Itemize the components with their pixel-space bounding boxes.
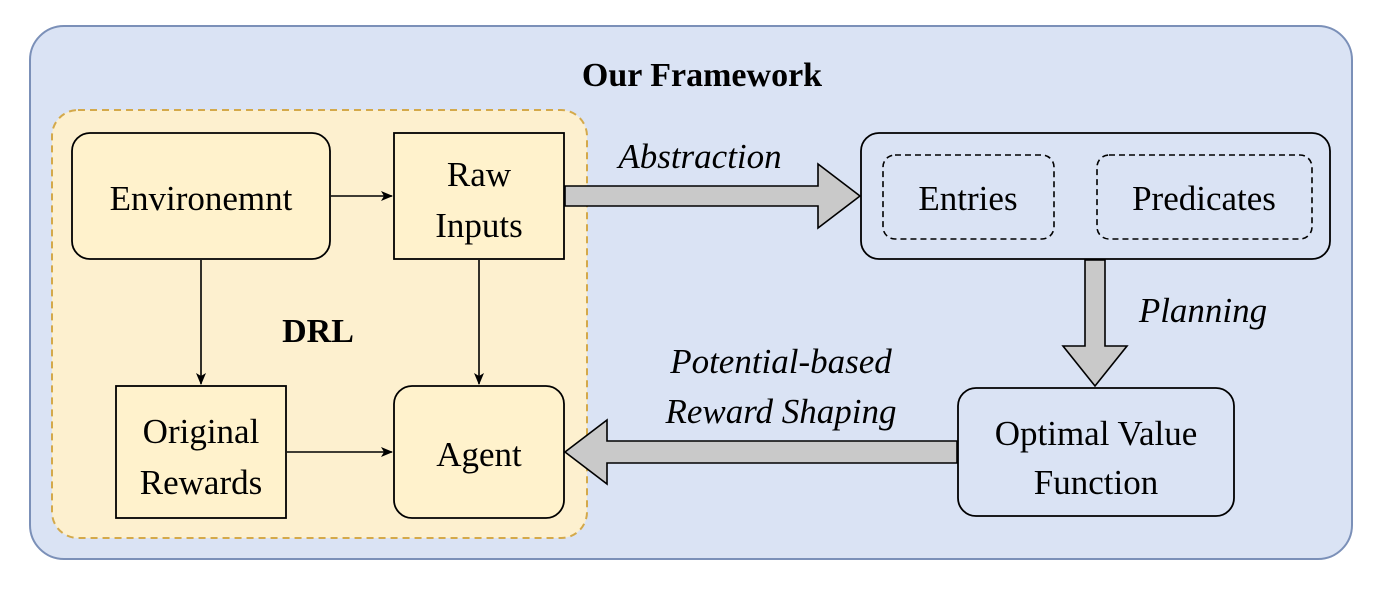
abstraction-arrow-label: Abstraction [616, 137, 781, 176]
optimal-value-function-label-line2: Function [1034, 463, 1158, 502]
original-rewards-box [115, 385, 287, 519]
raw-inputs-box [393, 132, 565, 260]
entries-box [882, 154, 1055, 240]
raw-inputs-label-line1: Raw [447, 155, 512, 194]
framework-title: Our Framework [582, 57, 822, 94]
optimal-value-function-box [957, 387, 1235, 517]
predicates-box [1096, 154, 1313, 240]
abstraction-arrow [564, 162, 862, 230]
entries-label: Entries [918, 179, 1017, 218]
raw-inputs-label-line2: Inputs [435, 206, 523, 245]
planning-arrow-label: Planning [1138, 291, 1267, 330]
environment-label: Environemnt [110, 179, 293, 218]
original-rewards-label-line1: Original [143, 412, 260, 451]
planning-arrow [1061, 259, 1129, 388]
abstraction-box [860, 132, 1331, 260]
optimal-value-function-label-line1: Optimal Value [995, 414, 1198, 453]
original-rewards-label-line2: Rewards [140, 463, 262, 502]
agent-label: Agent [436, 435, 522, 474]
predicates-label: Predicates [1132, 179, 1276, 218]
reward-shaping-label-line2: Reward Shaping [664, 392, 896, 431]
drl-label: DRL [282, 313, 354, 350]
reward-shaping-arrow [563, 418, 958, 486]
environment-box [71, 132, 331, 260]
reward-shaping-label-line1: Potential-based [669, 342, 892, 381]
